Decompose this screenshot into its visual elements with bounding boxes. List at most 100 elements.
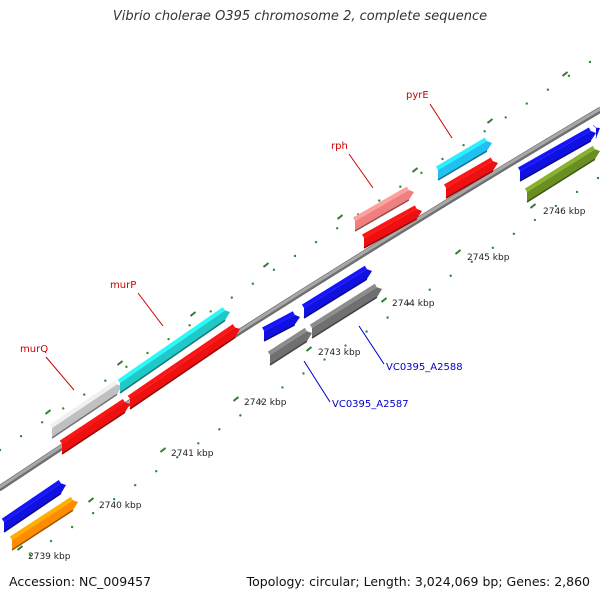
outer-tick-dot	[188, 324, 191, 327]
inner-tick-dot	[155, 470, 158, 473]
feature-top	[435, 137, 487, 170]
outer-tick-dot	[483, 130, 486, 133]
inner-tick-dot	[386, 316, 389, 319]
inner-tick-dot	[91, 511, 95, 515]
scale-label-2741: 2741 kbp	[171, 449, 214, 459]
tick-dots	[0, 60, 600, 557]
feature-shadow	[263, 324, 296, 342]
kbp-tick-mark	[16, 545, 24, 551]
scale-label-2745: 2745 kbp	[467, 253, 510, 263]
feature-shadow	[61, 411, 126, 455]
inner-tick-dot	[112, 497, 116, 501]
scale-label-2740: 2740 kbp	[99, 501, 142, 511]
outer-tick-dot	[504, 116, 507, 119]
feature-face	[596, 127, 600, 138]
kbp-tick-mark	[380, 297, 388, 303]
gene-feature[interactable]	[117, 307, 230, 394]
gene-features[interactable]	[1, 125, 600, 551]
feature-face	[364, 208, 422, 248]
feature-top	[262, 311, 295, 331]
feature-face	[264, 314, 300, 341]
gene-feature[interactable]	[49, 381, 122, 439]
outer-tick-dot	[83, 393, 86, 396]
feature-top	[127, 324, 236, 399]
outer-tick-dot	[441, 157, 444, 161]
feature-shadow	[437, 150, 488, 181]
outer-tick-dot	[314, 240, 318, 244]
feature-shadow	[354, 199, 410, 232]
outer-tick-dot	[230, 296, 233, 299]
outer-tick-dot	[546, 88, 550, 91]
leader-pyrE	[429, 103, 453, 139]
inner-tick-dot	[449, 274, 452, 277]
inner-tick-dot	[344, 344, 347, 347]
gene-feature[interactable]	[127, 324, 240, 410]
inner-tick-dot	[302, 372, 305, 375]
inner-tick-dot	[575, 190, 579, 194]
scale-label-2742: 2742 kbp	[244, 398, 287, 408]
feature-face	[355, 189, 414, 231]
feature-face	[520, 130, 596, 181]
feature-shadow	[445, 170, 494, 199]
gene-label-pyrE[interactable]: pyrE	[406, 90, 429, 101]
inner-tick-dot	[428, 288, 431, 291]
labels: 2739 kbp 2740 kbp 2741 kbp 2742 kbp 2743…	[20, 90, 586, 562]
kbp-tick-mark	[189, 311, 197, 317]
kbp-tick-mark	[336, 214, 344, 220]
gene-feature[interactable]	[309, 283, 382, 339]
feature-top	[362, 205, 417, 238]
outer-tick-dot	[209, 310, 212, 313]
inner-tick-dot	[176, 456, 179, 459]
gene-feature[interactable]	[262, 311, 300, 342]
feature-shadow	[129, 336, 236, 410]
gene-feature[interactable]	[301, 265, 372, 319]
gene-label-rph[interactable]: rph	[331, 141, 348, 152]
outer-tick-dot	[272, 268, 276, 272]
gene-feature[interactable]	[1, 480, 66, 533]
gene-feature[interactable]	[353, 186, 414, 232]
gene-feature[interactable]	[592, 125, 600, 139]
accession-text: Accession: NC_009457	[9, 574, 152, 589]
kbp-tick-mark	[262, 262, 270, 268]
kbp-ticks	[16, 71, 569, 551]
feature-shadow	[119, 319, 226, 394]
gene-feature[interactable]	[362, 205, 422, 249]
inner-tick-dot	[470, 260, 473, 263]
gene-feature[interactable]	[9, 496, 78, 551]
outer-tick-dot	[40, 421, 44, 424]
scale-label-2743: 2743 kbp	[318, 348, 361, 358]
inner-tick-dot	[365, 330, 368, 333]
outer-tick-dot	[167, 337, 170, 341]
inner-tick-dot	[197, 442, 200, 445]
inner-tick-dot	[49, 539, 53, 543]
outer-tick-dot	[104, 379, 107, 382]
gene-label-VC0395_A2588[interactable]: VC0395_A2588	[386, 362, 463, 373]
gene-label-murP[interactable]: murP	[110, 280, 136, 291]
kbp-tick-mark	[232, 396, 240, 402]
feature-top	[301, 265, 367, 308]
gene-feature[interactable]	[524, 145, 600, 203]
feature-face	[446, 160, 498, 198]
gene-label-murQ[interactable]: murQ	[20, 344, 48, 355]
gene-feature[interactable]	[59, 398, 130, 455]
gene-label-VC0395_A2587[interactable]: VC0395_A2587	[332, 399, 409, 410]
inner-tick-dot	[554, 204, 558, 208]
gene-feature[interactable]	[267, 327, 312, 366]
inner-tick-dot	[260, 400, 263, 403]
scale-label-2739: 2739 kbp	[28, 552, 71, 562]
gene-feature[interactable]	[435, 137, 492, 181]
outer-tick-dot	[567, 74, 571, 78]
scale-label-2744: 2744 kbp	[392, 299, 435, 309]
feature-shadow	[3, 492, 62, 533]
inner-tick-dot	[218, 428, 221, 431]
kbp-tick-mark	[454, 249, 462, 255]
outer-tick-dot	[125, 365, 128, 369]
gene-feature[interactable]	[444, 157, 498, 199]
kbp-tick-mark	[87, 497, 95, 503]
gene-feature[interactable]	[518, 127, 596, 182]
feature-top	[1, 480, 62, 522]
leader-murQ	[45, 356, 75, 391]
feature-shadow	[363, 218, 418, 249]
map-title: Vibrio cholerae O395 chromosome 2, compl…	[112, 9, 488, 24]
